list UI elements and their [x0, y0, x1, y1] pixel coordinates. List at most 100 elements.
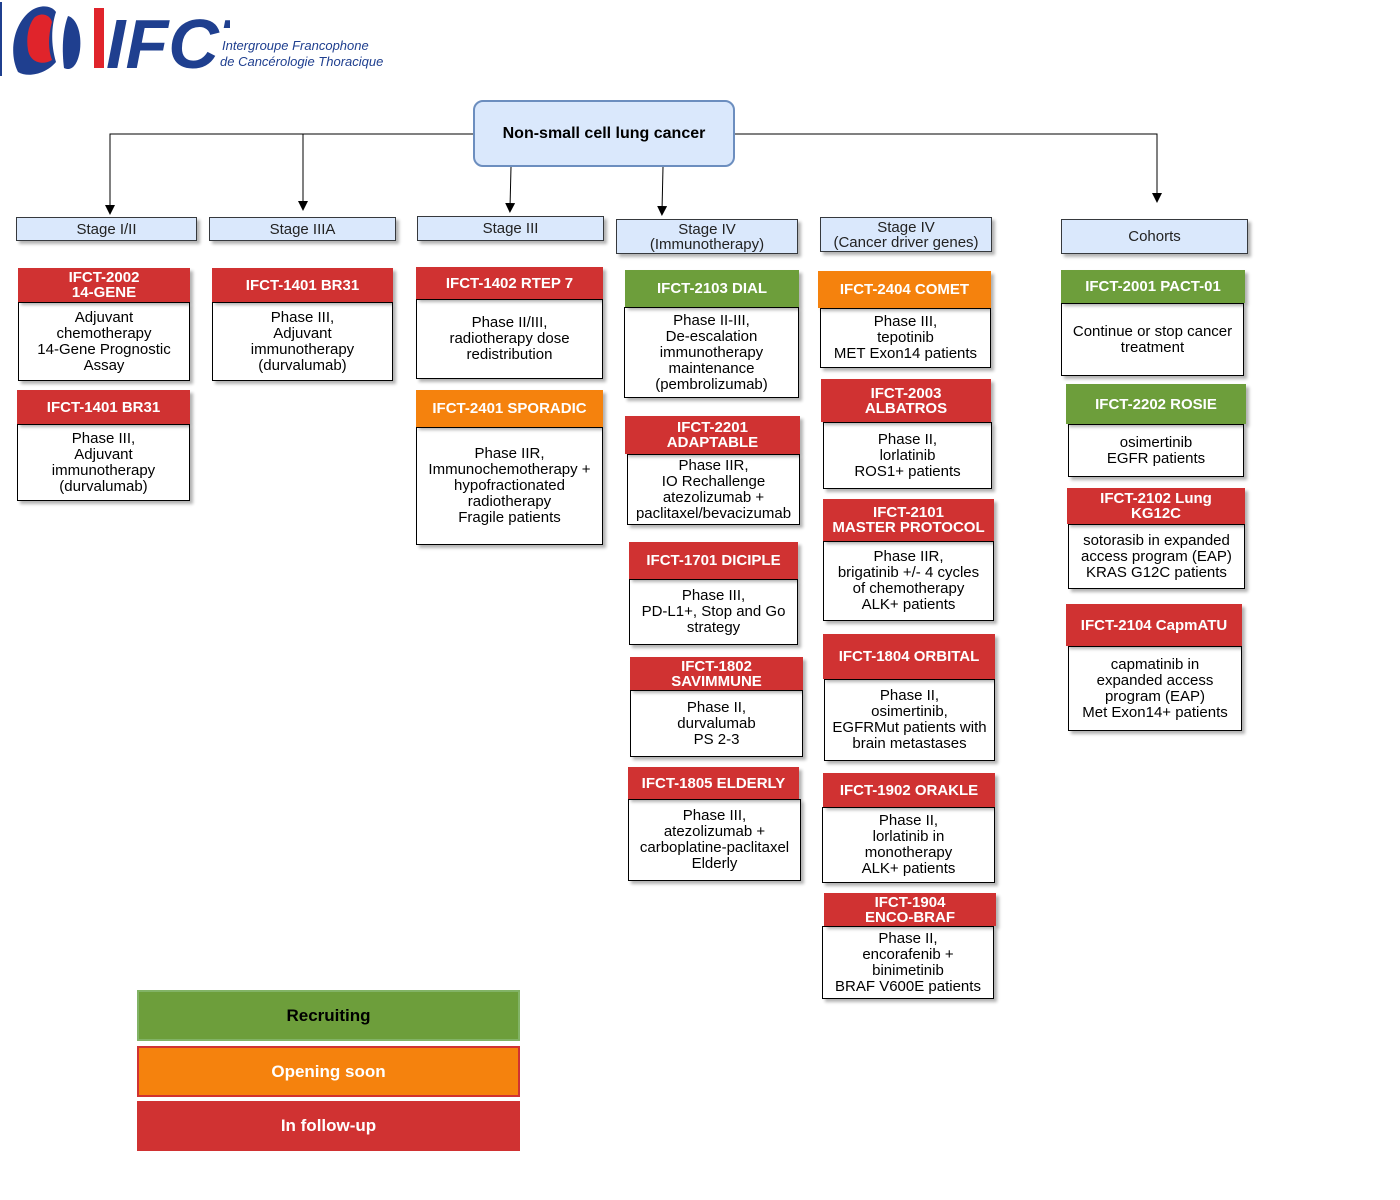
trial-description: Phase II, osimertinib, EGFRMut patients … [832, 687, 987, 752]
trial-title-ifct-1802: IFCT-1802 SAVIMMUNE [630, 657, 803, 690]
connector-stage-1-2 [105, 133, 473, 215]
connector-stage-3 [505, 166, 516, 213]
legend-recruiting: Recruiting [137, 990, 520, 1041]
logo-divider [0, 2, 2, 76]
trial-body-ifct-2202: osimertinib EGFR patients [1068, 424, 1244, 477]
trial-title-ifct-1804: IFCT-1804 ORBITAL [823, 634, 995, 679]
ifct-logo: IFCT [13, 5, 230, 78]
trial-body-ifct-1402: Phase II/III, radiotherapy dose redistri… [416, 299, 603, 379]
trial-body-ifct-2401: Phase IIR, Immunochemotherapy + hypofrac… [416, 427, 603, 545]
legend-label: Opening soon [271, 1061, 386, 1081]
trial-title-ifct-1401-a: IFCT-1401 BR31 [17, 390, 190, 424]
trial-description: Phase II, lorlatinib ROS1+ patients [854, 430, 961, 480]
trial-description: Phase IIR, Immunochemotherapy + hypofrac… [428, 445, 591, 526]
stage-label: Cohorts [1128, 228, 1181, 245]
trial-title-ifct-2202: IFCT-2202 ROSIE [1066, 384, 1246, 424]
trial-title-ifct-1701: IFCT-1701 DICIPLE [629, 542, 798, 579]
trial-description: Phase II, lorlatinib in monotherapy ALK+… [861, 812, 956, 877]
logo-subtitle-line2: de Cancérologie Thoracique [220, 54, 384, 69]
trial-description: Phase IIR, IO Rechallenge atezolizumab +… [635, 456, 792, 522]
logo-subtitle-line1: Intergroupe Francophone [222, 38, 369, 53]
trial-description: Phase IIR, brigatinib +/- 4 cycles of ch… [837, 548, 980, 613]
trial-body-ifct-2103: Phase II-III, De-escalation immunotherap… [624, 307, 799, 398]
legend-label: In follow-up [280, 1116, 377, 1135]
trial-body-ifct-1805: Phase III, atezolizumab + carboplatine-p… [628, 799, 801, 881]
trial-title-ifct-2104: IFCT-2104 CapmATU [1066, 604, 1242, 646]
trial-body-ifct-1902: Phase II, lorlatinib in monotherapy ALK+… [822, 807, 995, 883]
trial-body-ifct-2001: Continue or stop cancer treatment [1061, 303, 1244, 376]
trial-title-text: IFCT-1804 ORBITAL [838, 648, 980, 665]
trial-title-ifct-2404: IFCT-2404 COMET [818, 271, 991, 308]
trial-title-text: IFCT-2404 COMET [839, 281, 970, 298]
trial-body-ifct-2201: Phase IIR, IO Rechallenge atezolizumab +… [627, 454, 800, 525]
trial-title-ifct-2003: IFCT-2003 ALBATROS [821, 379, 991, 422]
trial-title-ifct-2101: IFCT-2101 MASTER PROTOCOL [823, 499, 994, 541]
trial-title-text: IFCT-2101 MASTER PROTOCOL [832, 504, 985, 536]
trial-title-text: IFCT-2002 14-GENE [68, 269, 140, 301]
stage-label: Stage I/II [76, 220, 137, 238]
root-node: Non-small cell lung cancer [473, 100, 735, 167]
trial-title-ifct-1401-b: IFCT-1401 BR31 [212, 268, 393, 302]
trial-description: osimertinib EGFR patients [1106, 433, 1206, 467]
trial-body-ifct-2404: Phase III, tepotinib MET Exon14 patients [820, 308, 991, 368]
stage-header-4-immuno: Stage IV (Immunotherapy) [616, 219, 798, 254]
connector-cohorts [735, 133, 1162, 203]
trial-body-ifct-2002: Adjuvant chemotherapy 14-Gene Prognostic… [18, 302, 190, 381]
trial-title-text: IFCT-2102 Lung KG12C [1100, 490, 1212, 522]
trial-title-text: IFCT-2202 ROSIE [1095, 395, 1217, 413]
logo-wordmark: IFCT [106, 5, 230, 78]
trial-title-ifct-2401: IFCT-2401 SPORADIC [416, 390, 603, 427]
stage-label: Stage III [482, 220, 539, 237]
trial-body-ifct-1401-b: Phase III, Adjuvant immunotherapy (durva… [212, 302, 393, 381]
trial-title-text: IFCT-2201 ADAPTABLE [666, 419, 759, 451]
trial-body-ifct-1802: Phase II, durvalumab PS 2-3 [630, 690, 803, 757]
trial-title-text: IFCT-1902 ORAKLE [839, 781, 979, 799]
trial-description: Phase II, encorafenib + binimetinib BRAF… [835, 929, 981, 995]
trial-description: Continue or stop cancer treatment [1072, 322, 1233, 356]
stage-header-1-2: Stage I/II [16, 217, 197, 241]
trial-description: Phase III, PD-L1+, Stop and Go strategy [641, 587, 786, 636]
legend-in-follow-up: In follow-up [137, 1101, 520, 1151]
trial-title-ifct-1805: IFCT-1805 ELDERLY [628, 767, 799, 799]
trial-title-ifct-1904: IFCT-1904 ENCO-BRAF [824, 893, 996, 926]
trial-title-text: IFCT-1401 BR31 [46, 398, 161, 416]
trial-description: Adjuvant chemotherapy 14-Gene Prognostic… [37, 308, 171, 374]
trial-title-text: IFCT-1402 RTEP 7 [445, 274, 574, 292]
legend-label: Recruiting [286, 1005, 371, 1025]
stage-header-3a: Stage IIIA [209, 217, 396, 241]
trial-description: Phase III, Adjuvant immunotherapy (durva… [51, 429, 156, 495]
connector-stage-4-immuno [657, 166, 668, 216]
trial-description: Phase II, durvalumab PS 2-3 [677, 698, 756, 748]
legend-opening-soon: Opening soon [137, 1046, 520, 1097]
trial-title-text: IFCT-2401 SPORADIC [432, 400, 587, 417]
trial-title-ifct-2001: IFCT-2001 PACT-01 [1061, 270, 1245, 303]
trial-title-ifct-2201: IFCT-2201 ADAPTABLE [625, 416, 800, 454]
trial-description: capmatinib in expanded access program (E… [1082, 655, 1228, 721]
trial-body-ifct-2101: Phase IIR, brigatinib +/- 4 cycles of ch… [823, 541, 994, 621]
trial-description: sotorasib in expanded access program (EA… [1081, 531, 1232, 581]
stage-label: Stage IIIA [269, 220, 336, 238]
trial-body-ifct-1701: Phase III, PD-L1+, Stop and Go strategy [629, 579, 798, 645]
trial-description: Phase III, Adjuvant immunotherapy (durva… [250, 308, 355, 374]
trial-body-ifct-2104: capmatinib in expanded access program (E… [1068, 646, 1242, 731]
trial-title-text: IFCT-1805 ELDERLY [641, 774, 786, 792]
trial-body-ifct-1904: Phase II, encorafenib + binimetinib BRAF… [822, 926, 994, 999]
trial-title-text: IFCT-2104 CapmATU [1080, 616, 1228, 634]
trial-description: Phase III, atezolizumab + carboplatine-p… [639, 807, 790, 872]
stage-label: Stage IV (Cancer driver genes) [833, 218, 979, 251]
trial-title-ifct-2102: IFCT-2102 Lung KG12C [1067, 488, 1245, 524]
trial-description: Phase II-III, De-escalation immunotherap… [655, 311, 768, 393]
stage-header-cohorts: Cohorts [1061, 219, 1248, 254]
trial-title-text: IFCT-2103 DIAL [656, 280, 768, 297]
trial-title-text: IFCT-2001 PACT-01 [1085, 278, 1221, 295]
trial-title-ifct-2103: IFCT-2103 DIAL [625, 270, 799, 307]
trial-body-ifct-2102: sotorasib in expanded access program (EA… [1068, 524, 1245, 589]
trial-body-ifct-2003: Phase II, lorlatinib ROS1+ patients [823, 422, 992, 489]
trial-description: Phase III, tepotinib MET Exon14 patients [833, 313, 978, 362]
trial-title-text: IFCT-1904 ENCO-BRAF [865, 893, 955, 926]
trial-title-text: IFCT-1802 SAVIMMUNE [671, 657, 762, 690]
trial-body-ifct-1804: Phase II, osimertinib, EGFRMut patients … [824, 679, 995, 761]
trial-title-text: IFCT-1401 BR31 [245, 276, 360, 294]
stage-header-4-driver: Stage IV (Cancer driver genes) [820, 217, 992, 252]
